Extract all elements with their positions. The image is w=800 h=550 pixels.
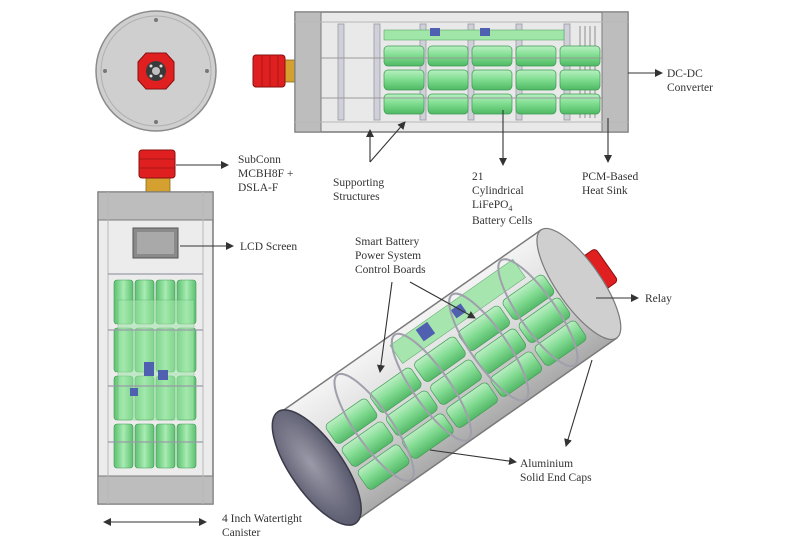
- label-dcdc-line2: Converter: [667, 82, 713, 94]
- cell: [176, 423, 197, 469]
- label-cells-line1: 21: [472, 171, 484, 183]
- cell: [383, 45, 425, 67]
- cell: [427, 69, 469, 91]
- cell: [559, 69, 601, 91]
- cell: [369, 367, 422, 413]
- cell: [471, 93, 513, 115]
- cell: [515, 93, 557, 115]
- label-supporting-line1: Supporting: [333, 177, 384, 189]
- cell: [534, 320, 587, 366]
- label-relay: Relay: [645, 293, 672, 305]
- label-cells-chem: LiFePO: [472, 199, 508, 211]
- label-canister-line2: Canister: [222, 527, 260, 539]
- label-alu-line1: Aluminium: [520, 458, 573, 470]
- cell: [515, 69, 557, 91]
- label-cells-chem-sub: 4: [508, 204, 512, 213]
- leader-lines: [103, 69, 663, 526]
- label-pcm-line1: PCM-Based: [582, 171, 638, 183]
- cell: [559, 93, 601, 115]
- label-lcd: LCD Screen: [240, 241, 297, 253]
- cell: [113, 423, 134, 469]
- label-canister-line1: 4 Inch Watertight: [222, 513, 303, 525]
- cell: [414, 336, 466, 382]
- cell: [430, 359, 482, 405]
- cell: [383, 69, 425, 91]
- end-view: [95, 10, 217, 132]
- cell: [341, 421, 394, 467]
- cell: [471, 45, 513, 67]
- horizontal-side-view: [252, 11, 629, 133]
- cell: [427, 93, 469, 115]
- cell: [155, 423, 176, 469]
- cell: [446, 382, 498, 428]
- label-smart-line2: Power System: [355, 250, 421, 262]
- cell: [471, 69, 513, 91]
- label-subconn-line1: SubConn: [238, 154, 281, 166]
- label-subconn-line3: DSLA-F: [238, 182, 278, 194]
- cell: [515, 45, 557, 67]
- label-supporting-line2: Structures: [333, 191, 380, 203]
- label-subconn-line2: MCBH8F +: [238, 168, 293, 180]
- labels: DC-DC Converter SubConn MCBH8F + DSLA-F …: [222, 68, 713, 539]
- vertical-front-view: [97, 149, 214, 505]
- isometric-view: [271, 227, 622, 526]
- label-pcm-line2: Heat Sink: [582, 185, 628, 197]
- cell: [386, 390, 438, 436]
- label-dcdc-line1: DC-DC: [667, 68, 703, 80]
- label-cells-line3: LiFePO4: [472, 199, 512, 213]
- cell: [559, 45, 601, 67]
- label-cells-line2: Cylindrical: [472, 185, 524, 197]
- label-alu-line2: Solid End Caps: [520, 472, 592, 484]
- cell: [383, 93, 425, 115]
- label-smart-line1: Smart Battery: [355, 236, 419, 248]
- end-cap: [271, 409, 362, 526]
- label-cells-line4: Battery Cells: [472, 215, 533, 227]
- label-smart-line3: Control Boards: [355, 264, 426, 276]
- cell: [427, 45, 469, 67]
- cell: [134, 423, 155, 469]
- cell: [490, 351, 543, 397]
